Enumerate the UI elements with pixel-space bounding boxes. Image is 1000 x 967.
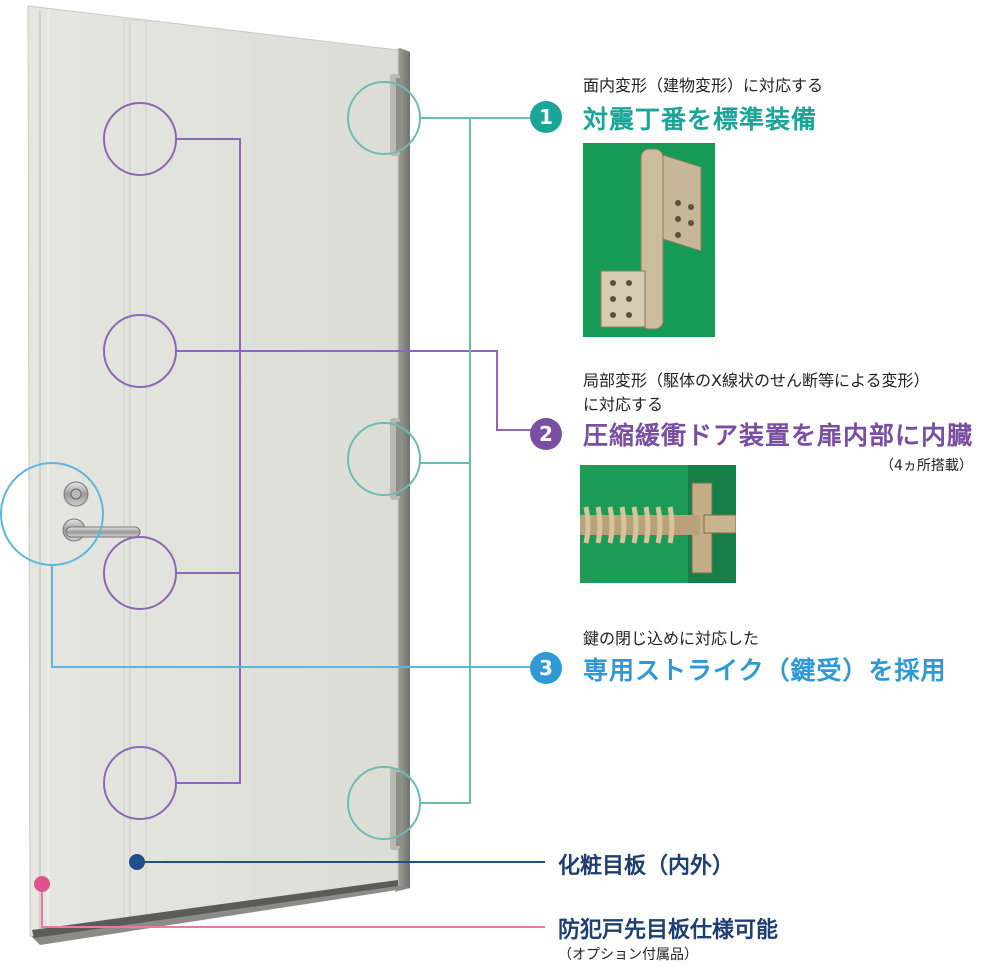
- trim-connector: [129, 854, 545, 870]
- lock-cylinder: [63, 481, 89, 507]
- buffer-device-connectors: [103, 102, 540, 820]
- door-frame-edge: [395, 48, 410, 892]
- buffer-photo-drawing: [580, 465, 736, 583]
- trim-label: 化粧目板（内外）: [558, 854, 735, 879]
- feature-2-note: （4ヵ所搭載）: [880, 458, 973, 474]
- feature-3-number-badge: 3: [530, 652, 562, 684]
- hinge-photo-drawing: [583, 143, 715, 337]
- feature-2-number-badge: 2: [530, 418, 562, 450]
- feature-2-subtitle: 局部変形（駆体のX線状のせん断等による変形）: [583, 371, 930, 390]
- hinge-middle: [390, 418, 402, 500]
- door-frame-bottom: [30, 885, 410, 945]
- buffer-photo: [580, 465, 736, 583]
- feature-1-title: 対震丁番を標準装備: [583, 105, 818, 134]
- crime-prevention-label: 防犯戸先目板仕様可能: [558, 918, 779, 943]
- hinge-connectors: [347, 81, 540, 840]
- feature-1-number-badge: 1: [530, 101, 562, 133]
- feature-3-subtitle: 鍵の閉じ込めに対応した: [583, 629, 760, 648]
- feature-2-subtitle-line2: に対応する: [583, 395, 664, 414]
- hinge-bottom: [390, 768, 402, 850]
- feature-3-title: 専用ストライク（鍵受）を採用: [583, 656, 947, 685]
- strike-connector: [0, 462, 540, 668]
- feature-1-subtitle: 面内変形（建物変形）に対応する: [583, 76, 824, 95]
- hinge-photo: [583, 143, 715, 337]
- crime-prevention-note: （オプション付属品）: [558, 947, 698, 963]
- feature-2-title: 圧縮緩衝ドア装置を扉内部に内臓: [583, 421, 974, 450]
- door-leaf: [27, 5, 399, 937]
- door-handle: [62, 518, 141, 542]
- hinge-top: [390, 74, 402, 156]
- trim-strip: [123, 19, 147, 921]
- crime-connector: [34, 876, 545, 928]
